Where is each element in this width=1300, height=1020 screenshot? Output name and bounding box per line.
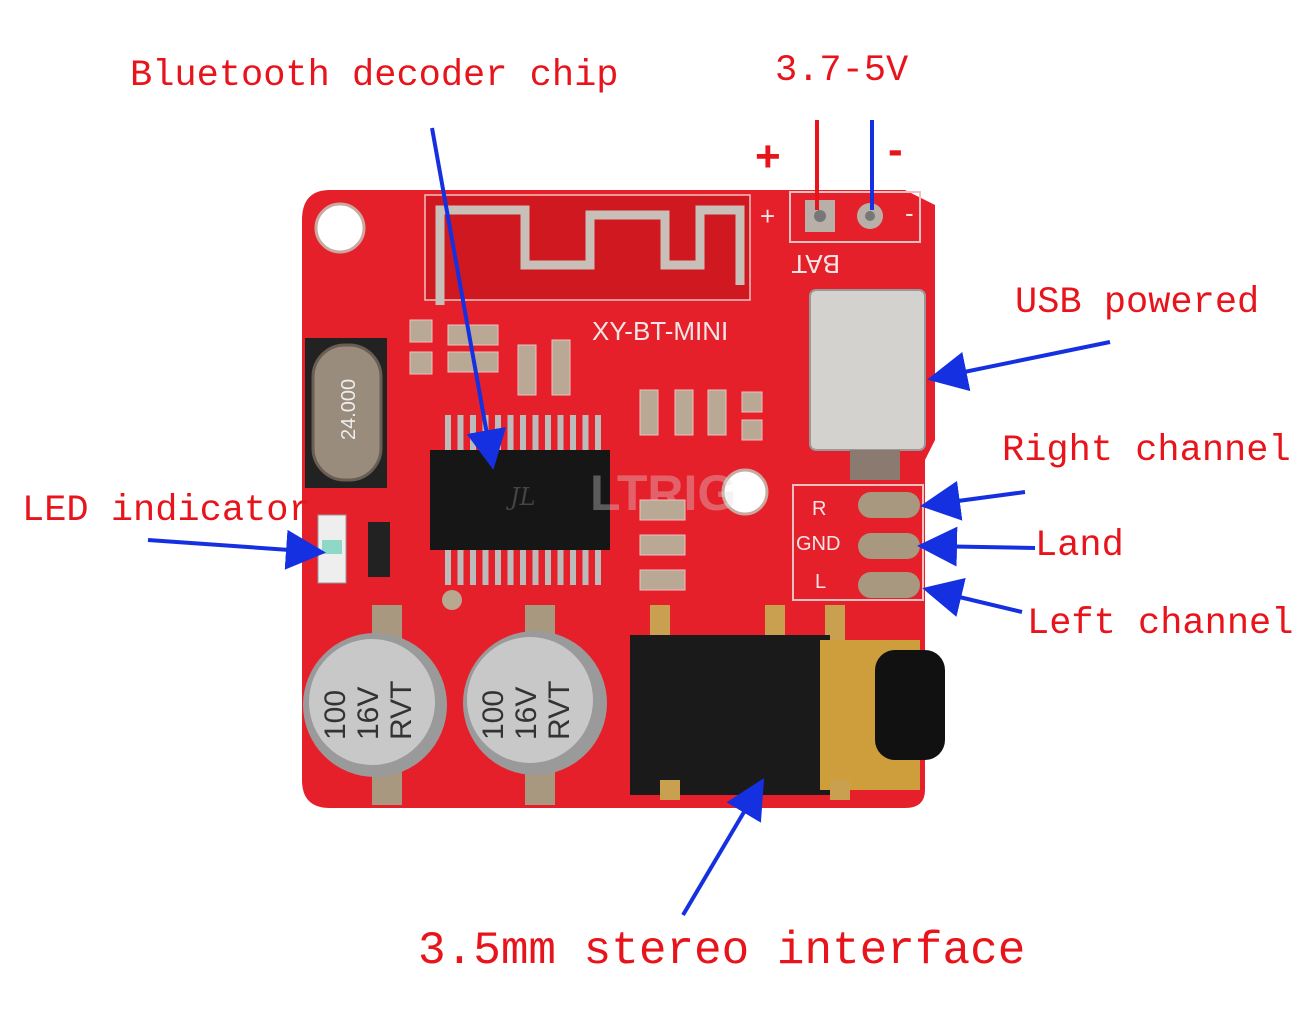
chip-pin [545, 415, 551, 455]
antenna-trace [435, 205, 745, 305]
chip-pin [570, 545, 576, 585]
chip-pin [570, 415, 576, 455]
smd-component [741, 419, 763, 441]
label-land: Land [1035, 525, 1124, 567]
label-usb-powered: USB powered [1015, 282, 1260, 324]
smd-component [707, 389, 727, 436]
chip-pin [495, 415, 501, 455]
pad-right [858, 492, 920, 518]
arrow-chip [430, 127, 507, 470]
chip-pin [507, 415, 514, 455]
arrow-land [917, 526, 1036, 567]
arrow-left [922, 577, 1023, 617]
chip-pin [457, 415, 464, 455]
label-voltage: 3.7-5V [775, 50, 909, 92]
label-stereo-jack: 3.5mm stereo interface [418, 925, 1026, 977]
label-right-channel: Right channel [1002, 430, 1291, 472]
chip-pin [545, 545, 551, 585]
smd-component [674, 389, 694, 436]
svg-text:100: 100 [477, 690, 510, 740]
smd-component [639, 389, 659, 436]
chip-pin [445, 545, 451, 585]
chip-pin [595, 545, 601, 585]
chip-pin [520, 415, 526, 455]
svg-text:RVT: RVT [543, 681, 576, 740]
chip-pin [470, 415, 476, 455]
usb-port [809, 289, 926, 451]
audio-jack [630, 635, 830, 795]
label-left-channel: Left channel [1027, 603, 1294, 645]
pad-left [858, 572, 920, 598]
chip-pin [495, 545, 501, 585]
smd-component [639, 534, 686, 556]
chip-pin [507, 545, 514, 585]
label-minus: - [888, 125, 903, 174]
label-led-indicator: LED indicator [22, 490, 311, 532]
pad-gnd [858, 533, 920, 559]
svg-text:R: R [812, 498, 826, 520]
arrow-jack [681, 778, 765, 917]
chip-pin [532, 545, 539, 585]
svg-text:RVT: RVT [385, 681, 418, 740]
chip-pin [520, 545, 526, 585]
chip-pin [470, 545, 476, 585]
svg-text:GND: GND [796, 533, 840, 555]
bat-silkscreen: BAT [791, 249, 840, 279]
smd-component [447, 324, 499, 346]
crystal [311, 343, 383, 482]
chip-pin [532, 415, 539, 455]
smd-component [551, 339, 571, 396]
decoder-chip [430, 450, 610, 550]
chip-pin [557, 545, 564, 585]
capacitor: 100 16V RVT [463, 605, 607, 805]
chip-pin [582, 415, 589, 455]
chip-pin [582, 545, 589, 585]
svg-text:16V: 16V [510, 687, 543, 740]
label-bluetooth-chip: Bluetooth decoder chip [130, 55, 619, 97]
arrow-led [147, 529, 326, 570]
model-silkscreen: XY-BT-MINI [592, 316, 728, 346]
svg-text:+: + [760, 201, 775, 231]
arrow-usb [927, 340, 1111, 392]
svg-text:16V: 16V [352, 687, 385, 740]
chip-pin [595, 415, 601, 455]
arrow-right [920, 480, 1026, 521]
chip-pin [445, 415, 451, 455]
svg-text:JL: JL [505, 483, 536, 511]
svg-text:100: 100 [319, 690, 352, 740]
mounting-hole [314, 202, 366, 254]
mounting-hole [721, 468, 769, 516]
svg-text:L: L [815, 571, 826, 593]
smd-component [741, 391, 763, 413]
smd-component [639, 499, 686, 521]
smd-component [409, 351, 433, 375]
label-plus: + [755, 132, 781, 181]
chip-pin [457, 545, 464, 585]
smd-component [409, 319, 433, 343]
chip-pin [557, 415, 564, 455]
svg-text:24.000: 24.000 [338, 379, 360, 440]
chip-pin [482, 545, 489, 585]
svg-text:-: - [905, 198, 914, 228]
smd-component [517, 344, 537, 396]
capacitor: 100 16V RVT [303, 605, 447, 805]
smd-component [639, 569, 686, 591]
